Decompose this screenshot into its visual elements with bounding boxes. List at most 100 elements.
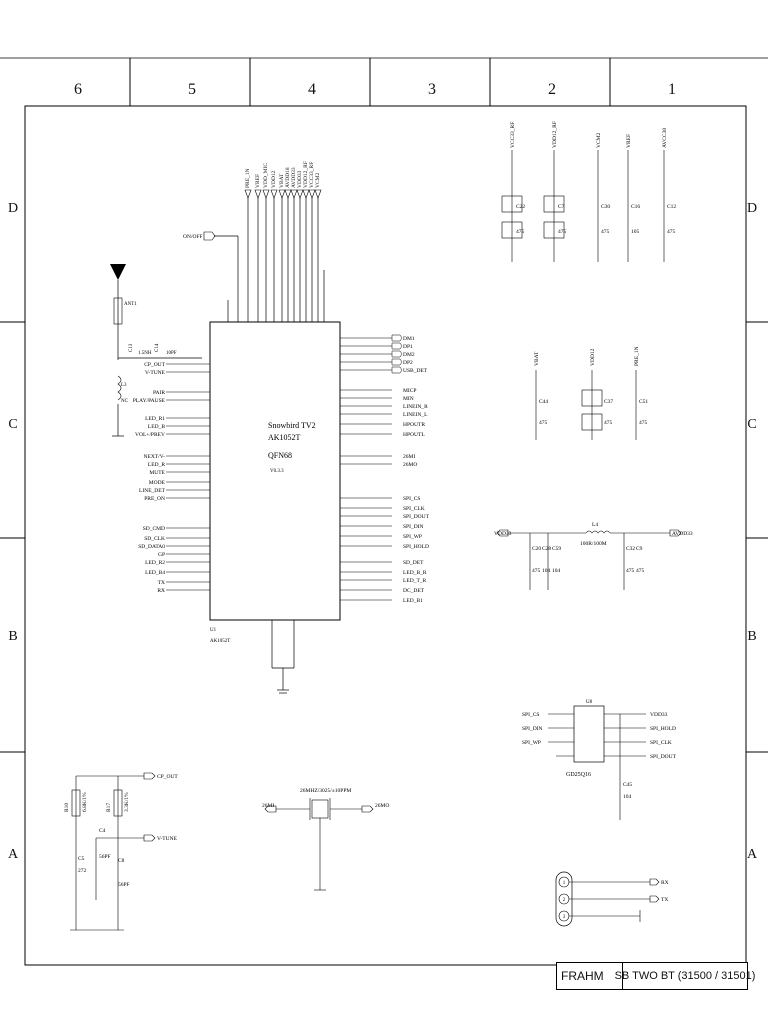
svg-text:SD_CLK: SD_CLK [144, 536, 165, 542]
svg-text:C20: C20 [532, 546, 541, 552]
svg-text:105: 105 [631, 229, 640, 235]
vco-network: CP_OUT V-TUNE R10 6.8K/1% R17 3.3K/1% C4… [64, 772, 178, 931]
uart-connector: 1 2 3 RX TX [555, 871, 669, 927]
onoff-port: ON/OFF [183, 231, 216, 241]
row-label: C [8, 417, 17, 432]
net-label: AVDD33 [291, 167, 297, 188]
svg-text:R17: R17 [106, 803, 112, 812]
svg-text:LED_T_R: LED_T_R [403, 578, 427, 584]
svg-text:GP: GP [158, 552, 165, 558]
svg-text:RX: RX [157, 588, 165, 594]
ic-body [209, 321, 341, 621]
svg-text:NC: NC [121, 399, 129, 404]
title-block-company: FRAHM [557, 963, 623, 989]
svg-text:C16: C16 [631, 204, 640, 210]
svg-text:C32: C32 [626, 546, 635, 552]
net-label: AVDD18 [285, 167, 291, 188]
svg-text:C9: C9 [636, 546, 643, 552]
svg-text:SD_DATA0: SD_DATA0 [138, 544, 165, 550]
svg-text:LED_B1: LED_B1 [403, 598, 423, 604]
title-block-title: SB TWO BT (31500 / 31501) [614, 970, 756, 982]
svg-text:C59: C59 [552, 546, 561, 552]
title-block: FRAHM SB TWO BT (31500 / 31501) [556, 962, 756, 990]
svg-text:SPI_HOLD: SPI_HOLD [650, 726, 676, 732]
net-label: VDD12 [271, 170, 277, 188]
net-label: VDD12_RF [303, 161, 309, 188]
svg-text:VDD33: VDD33 [494, 531, 512, 537]
svg-text:VBAT: VBAT [534, 351, 540, 366]
svg-text:104: 104 [552, 568, 561, 574]
onoff-label: ON/OFF [183, 234, 203, 240]
svg-text:VDD12: VDD12 [590, 348, 596, 366]
svg-text:SD_CMD: SD_CMD [143, 526, 165, 532]
ic-bottom [271, 620, 295, 694]
svg-text:C51: C51 [639, 399, 648, 405]
svg-text:56PF: 56PF [118, 882, 130, 888]
svg-text:R10: R10 [64, 803, 70, 812]
svg-text:C8: C8 [118, 858, 125, 864]
svg-text:475: 475 [604, 420, 613, 426]
net-label: VDD_MIC [263, 163, 269, 188]
decoupling-caps-top [501, 150, 665, 262]
svg-text:475: 475 [539, 420, 548, 426]
sheet-frame [0, 57, 768, 966]
svg-text:26MHZ/3025/±10PPM: 26MHZ/3025/±10PPM [300, 788, 351, 794]
svg-text:C13: C13 [129, 343, 134, 352]
svg-text:MICP: MICP [403, 388, 416, 394]
svg-text:100R/100M: 100R/100M [580, 541, 607, 547]
svg-text:26MO: 26MO [403, 462, 417, 468]
svg-text:272: 272 [78, 868, 87, 874]
ic-part: AK1052T [268, 433, 301, 442]
col-label: 4 [308, 81, 316, 98]
svg-text:SPI_WP: SPI_WP [403, 534, 422, 540]
inductor-labels: VDD33 AVDD33 L4 100R/100M C20 C28 C59 C3… [494, 522, 693, 574]
svg-text:ANT1: ANT1 [124, 302, 137, 307]
row-label: D [747, 201, 757, 216]
svg-text:C22: C22 [516, 204, 525, 210]
row-label: A [8, 847, 19, 862]
svg-text:VCC33_RF: VCC33_RF [510, 122, 516, 148]
svg-text:475: 475 [636, 568, 645, 574]
row-label: A [747, 847, 758, 862]
col-label: 2 [548, 81, 556, 98]
right-ports [391, 334, 403, 374]
svg-text:C14: C14 [155, 343, 160, 352]
svg-text:LINEIN_L: LINEIN_L [403, 412, 428, 418]
inductor-network [496, 529, 682, 590]
svg-text:LINE_DET: LINE_DET [139, 488, 166, 494]
svg-text:MIN: MIN [403, 396, 414, 402]
antenna-icon [110, 264, 126, 280]
ic-name: Snowbird TV2 [268, 421, 316, 430]
svg-text:3: 3 [563, 915, 566, 920]
svg-text:DP1: DP1 [403, 344, 413, 350]
svg-text:TX: TX [661, 897, 668, 903]
col-label: 1 [668, 81, 676, 98]
svg-text:C28: C28 [542, 546, 551, 552]
net-label: VREF [255, 174, 261, 188]
svg-text:LED_R1: LED_R1 [145, 416, 165, 422]
ic-version: V0.3.3 [270, 469, 284, 474]
left-net-labels: CP_OUT V-TUNE PAIR PLAY/PAUSE LED_R1 LED… [133, 362, 166, 594]
svg-text:104: 104 [542, 568, 551, 574]
col-label: 5 [188, 81, 196, 98]
svg-text:VOL+/PREV: VOL+/PREV [135, 432, 165, 438]
net-label: PRE_1N [245, 168, 251, 188]
svg-text:RX: RX [661, 880, 669, 886]
ic-value: AK1052T [210, 639, 230, 644]
svg-text:475: 475 [639, 420, 648, 426]
svg-text:C5: C5 [78, 856, 85, 862]
svg-text:DC_DET: DC_DET [403, 588, 425, 594]
svg-text:475: 475 [626, 568, 635, 574]
svg-text:PAIR: PAIR [153, 390, 165, 396]
svg-text:10PF: 10PF [166, 351, 177, 356]
decoupling-caps-c [535, 370, 637, 440]
svg-text:VCM2: VCM2 [596, 132, 602, 148]
svg-text:AVDD33: AVDD33 [672, 531, 693, 537]
svg-text:DM2: DM2 [403, 352, 415, 358]
cap-c-labels: VBAT VDD12 PRE_1N C44 475 C37 475 C51 47… [534, 346, 648, 426]
spi-flash: U8 GD25Q16 SPI_CS SPI_DIN SPI_WP VDD33 S… [522, 700, 677, 820]
svg-text:VDD12_RF: VDD12_RF [552, 121, 558, 148]
svg-text:TX: TX [158, 580, 165, 586]
svg-text:HPOUTR: HPOUTR [403, 422, 425, 428]
svg-text:56PF: 56PF [99, 854, 111, 860]
